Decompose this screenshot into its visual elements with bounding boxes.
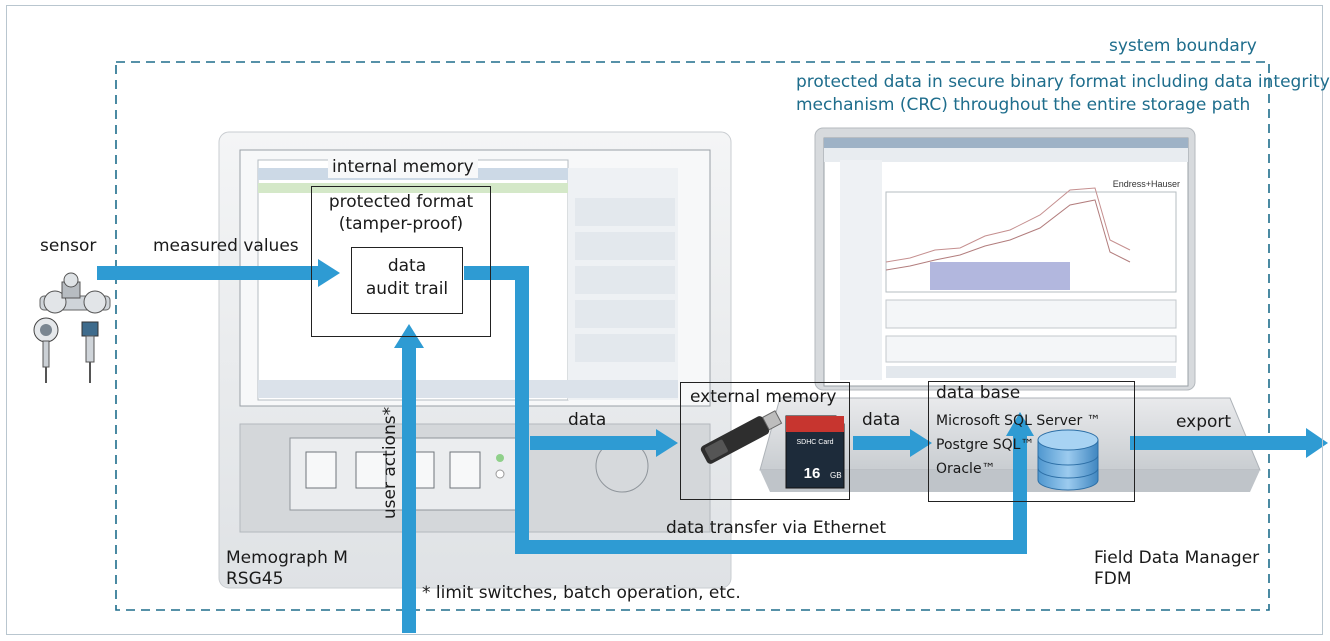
protected-note-line2: mechanism (CRC) throughout the entire st… xyxy=(796,95,1251,115)
system-boundary-label: system boundary xyxy=(1109,36,1257,56)
data-audit-box xyxy=(351,247,463,314)
data-label-1: data xyxy=(568,410,607,430)
fdm-label-1: Field Data Manager xyxy=(1094,548,1260,568)
protected-note-line1: protected data in secure binary format i… xyxy=(796,72,1330,92)
memograph-label-1: Memograph M xyxy=(226,548,348,568)
sd-card-icon xyxy=(785,415,845,489)
measured-values-label: measured values xyxy=(153,236,299,256)
sensor-label: sensor xyxy=(40,236,97,256)
protected-format-label-1: protected format xyxy=(328,192,474,212)
db-item-sqlserver: Microsoft SQL Server ™ xyxy=(936,413,1101,429)
database-cylinder-icon xyxy=(1037,429,1099,491)
memograph-label-2: RSG45 xyxy=(226,569,284,589)
sd-card-size: 16 xyxy=(804,465,821,482)
database-label: data base xyxy=(936,383,1021,403)
protected-format-box xyxy=(311,186,491,337)
data-audit-label-1: data xyxy=(387,256,427,276)
laptop-fdm xyxy=(759,127,1261,492)
system-boundary-line xyxy=(115,61,1270,611)
sd-card-label: SDHC Card xyxy=(797,439,834,446)
screen-vendor-label: Endress+Hauser xyxy=(1113,179,1180,189)
footnote-label: * limit switches, batch operation, etc. xyxy=(422,583,741,603)
data-transfer-label: data transfer via Ethernet xyxy=(666,518,887,538)
protected-format-label-2: (tamper-proof) xyxy=(338,214,464,234)
fdm-label-2: FDM xyxy=(1094,569,1132,589)
external-memory-box xyxy=(680,382,850,500)
internal-memory-label: internal memory xyxy=(328,157,478,178)
flowmeter-sensors-icon xyxy=(33,272,111,383)
outer-frame xyxy=(6,5,1323,635)
db-item-postgres: Postgre SQL™ xyxy=(936,437,1035,453)
db-item-oracle: Oracle™ xyxy=(936,461,996,477)
user-actions-label: user actions* xyxy=(380,406,400,520)
usb-stick-icon xyxy=(700,410,783,464)
export-label: export xyxy=(1176,412,1232,432)
data-label-2: data xyxy=(862,410,901,430)
database-box xyxy=(928,381,1135,502)
sd-card-unit: GB xyxy=(830,471,842,480)
data-audit-label-2: audit trail xyxy=(365,279,449,299)
external-memory-label: external memory xyxy=(690,387,837,407)
flow-arrows xyxy=(97,259,1328,633)
